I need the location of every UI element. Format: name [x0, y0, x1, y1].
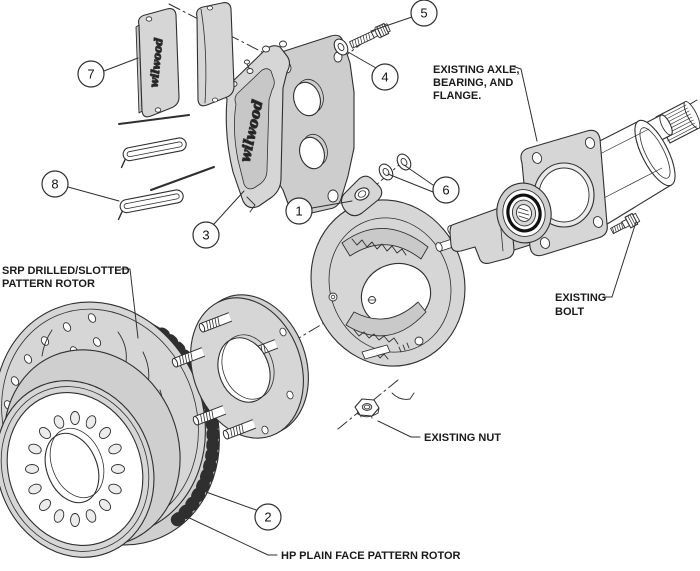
existing-bolt-part [610, 212, 641, 235]
leader-line [311, 200, 353, 209]
label-text: EXISTING NUT [424, 432, 501, 444]
callout-number: 6 [442, 183, 449, 198]
callout-number: 4 [381, 70, 388, 85]
callout-circle [254, 503, 282, 531]
label-existing-nut: EXISTING NUT [377, 420, 501, 444]
callout-number: 1 [295, 204, 302, 219]
callout-circle [41, 170, 69, 198]
callout-4: 4 [347, 51, 399, 91]
caliper: wilwood [224, 34, 355, 217]
axle-assembly [496, 101, 700, 257]
callout-circle [371, 63, 399, 91]
brake-pad-outer [196, 2, 235, 107]
callout-circle [432, 176, 460, 204]
leader-line [387, 173, 434, 193]
axle-bearing [496, 182, 552, 244]
label-text: BEARING, AND [433, 77, 513, 89]
callout-number: 2 [264, 510, 271, 525]
rotor-assembly [0, 301, 220, 558]
callout-circle [192, 221, 220, 249]
hp-plain-face-rotor [0, 349, 181, 558]
leader-line [213, 190, 245, 225]
leader-line [120, 268, 139, 339]
label-text: PATTERN ROTOR [2, 278, 95, 290]
existing-nut-part [354, 398, 380, 419]
callout-number: 3 [202, 228, 209, 243]
callout-number: 7 [87, 67, 94, 82]
label-text: EXISTING [555, 292, 606, 304]
callout-3: 3 [192, 190, 245, 249]
leader-line [377, 420, 421, 438]
callout-circle [410, 0, 438, 27]
leader-line [403, 164, 434, 186]
callout-number: 5 [420, 6, 427, 21]
callout-5: 5 [370, 0, 438, 32]
callout-8: 8 [41, 170, 120, 202]
washers-6 [378, 153, 412, 181]
annotations: 1 2 3 4 5 6 7 8 EXISTING AXLE,BEARING, ANDFLANGE… [2, 0, 637, 562]
leader-line [347, 51, 377, 69]
callout-circle [77, 60, 105, 88]
leader-line [103, 57, 139, 72]
hub-flange [170, 294, 309, 441]
leader-line [180, 513, 278, 556]
callout-6: 6 [387, 164, 460, 204]
callout-number: 8 [51, 177, 58, 192]
leader-line [511, 65, 538, 142]
mount-bolt [349, 22, 391, 49]
brake-pads: wilwood [135, 2, 235, 118]
leader-line [205, 491, 257, 511]
label-existing-bolt: EXISTING BOLT [555, 221, 637, 318]
label-text: HP PLAIN FACE PATTERN ROTOR [281, 550, 461, 562]
washer-4 [333, 38, 349, 56]
leader-line [370, 16, 413, 32]
leader-line [602, 221, 637, 298]
label-text: EXISTING AXLE, [433, 64, 519, 76]
callout-2: 2 [205, 491, 282, 531]
brake-pad-inner: wilwood [135, 8, 180, 118]
label-text: FLANGE. [433, 90, 481, 102]
label-text: BOLT [555, 306, 584, 318]
callout-circle [285, 197, 313, 225]
callout-7: 7 [77, 57, 139, 88]
callout-1: 1 [285, 197, 353, 225]
label-text: SRP DRILLED/SLOTTED [2, 265, 130, 277]
pad-brand-script: wilwood [147, 37, 165, 88]
label-hp-rotor: HP PLAIN FACE PATTERN ROTOR [180, 513, 461, 562]
pad-retainer-hardware [117, 114, 215, 221]
leader-line [67, 186, 120, 202]
